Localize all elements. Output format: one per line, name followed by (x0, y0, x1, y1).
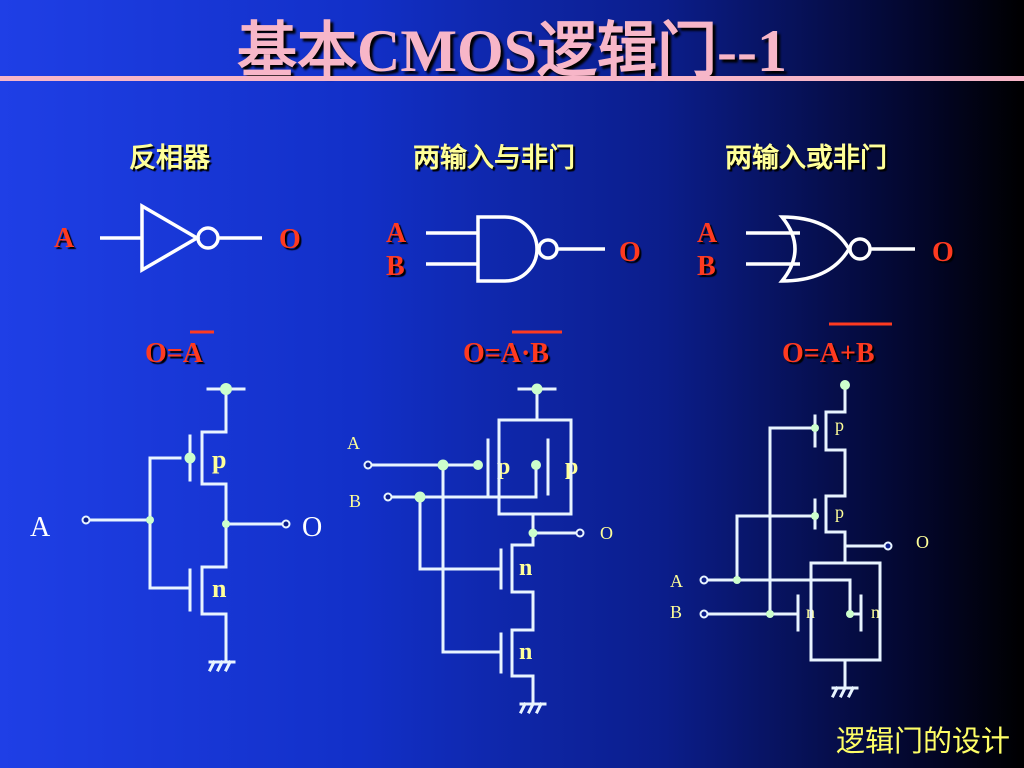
inverter-circuit-output-label: O (302, 512, 323, 543)
nand-symbol-output-label: O (619, 237, 641, 268)
inverter-output-terminal (281, 519, 291, 529)
nor-pmos1-label: p (835, 415, 844, 435)
nand-cmos-circuit (366, 387, 582, 715)
nor-pmos1-gate-node (811, 424, 819, 432)
nor-vdd-node (840, 380, 850, 390)
nand-output-terminal (575, 528, 585, 538)
nor-nmos2-gate-node (846, 610, 854, 618)
nand-equation: O=A·B (463, 338, 549, 369)
nor-cmos-circuit (702, 383, 890, 699)
nor-circuit-input-b-label: B (670, 602, 683, 622)
circuit-terminals (81, 460, 893, 619)
nand-vdd-node (531, 383, 543, 395)
inversion-bubble-icon (537, 238, 559, 260)
nand-input-a-terminal (363, 460, 373, 470)
nor-input-b-terminal (699, 609, 709, 619)
circuit-nodes (146, 380, 854, 618)
nor-input-b-junction-node (766, 610, 774, 618)
inverter-vdd-node (220, 383, 232, 395)
nor-symbol-output-label: O (932, 237, 954, 268)
footer-caption: 逻辑门的设计 (835, 726, 1010, 758)
inversion-bubble-icon (196, 226, 220, 250)
title-divider (0, 76, 1024, 81)
inverter-output-junction-node (222, 520, 230, 528)
inverter-symbol-output-label: O (279, 224, 301, 255)
nand-symbol-input-b-label: B (386, 251, 405, 282)
nor-input-a-terminal (699, 575, 709, 585)
inverter-symbol (100, 202, 262, 274)
inverter-circuit-input-label: A (30, 512, 51, 543)
nor-nmos2-label: n (871, 602, 880, 622)
nor-pmos2-label: p (835, 502, 844, 522)
nand-output-junction-node (528, 528, 538, 538)
nand-gate-icon (476, 215, 539, 283)
slide-title: 基本CMOS逻辑门--1 (237, 18, 787, 84)
inverter-input-terminal (81, 515, 91, 525)
nand-input-b-terminal (383, 492, 393, 502)
nand-symbol (426, 215, 605, 283)
nor-circuit-output-label: O (916, 532, 929, 552)
nand-input-a-junction-node (437, 459, 449, 471)
equation-overbars (190, 322, 892, 334)
inverter-nmos-label: n (212, 574, 227, 603)
cmos-circuits (84, 383, 890, 715)
nand-pmos1-gate-node (473, 460, 483, 470)
nor-circuit-input-a-label: A (670, 571, 683, 591)
inverter-symbol-input-label: A (54, 223, 75, 254)
nor-symbol-input-b-label: B (697, 251, 716, 282)
inversion-bubble-icon (848, 237, 872, 261)
inverter-heading: 反相器 (129, 143, 210, 173)
nand-pmos2-gate-node (531, 460, 541, 470)
nor-heading: 两输入或非门 (725, 143, 887, 173)
inverter-equation: O=A (145, 338, 203, 369)
nand-nmos2-label: n (519, 639, 533, 665)
nor-symbol-input-a-label: A (697, 218, 718, 249)
nand-circuit-input-b-label: B (349, 491, 362, 511)
inverter-pmos-gate-node (184, 452, 196, 464)
buffer-triangle-icon (140, 202, 201, 274)
nor-symbol (746, 215, 915, 283)
inverter-gate-junction-node (146, 516, 154, 524)
gate-symbols (100, 202, 915, 283)
nand-circuit-output-label: O (600, 523, 613, 543)
nor-equation: O=A+B (782, 338, 875, 369)
inverter-cmos-circuit (84, 387, 288, 673)
nand-symbol-input-a-label: A (386, 218, 407, 249)
nand-heading: 两输入与非门 (413, 143, 575, 173)
nand-input-b-junction-node (414, 491, 426, 503)
nor-output-terminal (883, 541, 893, 551)
nor-gate-icon (778, 215, 852, 283)
inverter-pmos-label: p (212, 445, 227, 474)
nand-nmos1-label: n (519, 555, 533, 581)
nor-pmos2-gate-node (811, 512, 819, 520)
nor-input-a-junction-node (733, 576, 741, 584)
nand-circuit-input-a-label: A (347, 433, 360, 453)
